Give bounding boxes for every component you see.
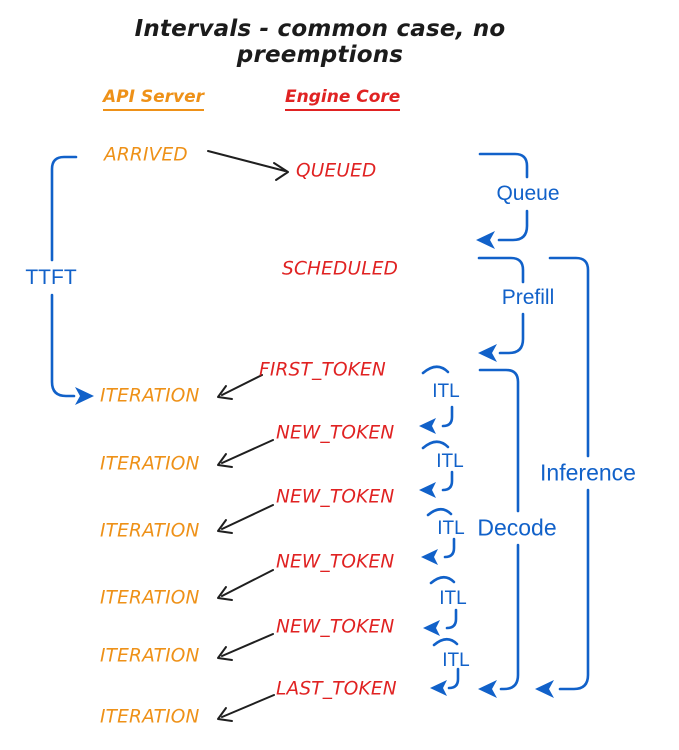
interval-label-inference: Inference bbox=[540, 459, 636, 486]
diagram-title: Intervals - common case, no preemptions bbox=[134, 16, 506, 68]
event-iteration-3: ITERATION bbox=[100, 520, 200, 542]
interval-label-prefill: Prefill bbox=[501, 286, 555, 309]
itl-bracket-3 bbox=[421, 507, 456, 565]
decode-bracket bbox=[478, 368, 520, 698]
arrow-new-token-2-to-iteration bbox=[217, 504, 274, 534]
arrow-last-token-to-iteration bbox=[217, 694, 275, 722]
event-iteration-1: ITERATION bbox=[100, 385, 200, 407]
arrow-new-token-1-to-iteration bbox=[217, 439, 274, 468]
event-new-token-3: NEW_TOKEN bbox=[276, 551, 395, 573]
interval-label-decode: Decode bbox=[477, 514, 557, 541]
ttft-arrowhead bbox=[75, 387, 94, 405]
arrow-arrived-to-queued bbox=[207, 150, 289, 181]
column-header-api-server: API Server bbox=[103, 87, 205, 111]
inference-bracket bbox=[535, 256, 590, 698]
column-header-engine-core: Engine Core bbox=[285, 87, 401, 111]
itl-arrowhead-5 bbox=[430, 680, 447, 696]
interval-label-ttft: TTFT bbox=[25, 266, 77, 289]
event-new-token-1: NEW_TOKEN bbox=[276, 422, 395, 444]
event-queued: QUEUED bbox=[296, 160, 377, 182]
inference-arrowhead bbox=[535, 680, 554, 698]
itl-bracket-5 bbox=[430, 637, 460, 696]
itl-bracket-4 bbox=[423, 575, 458, 636]
itl-arrowhead-3 bbox=[421, 549, 438, 565]
prefill-arrowhead bbox=[478, 344, 497, 362]
itl-bracket-2 bbox=[419, 440, 454, 498]
event-iteration-4: ITERATION bbox=[100, 587, 200, 609]
arrow-first-token-to-iteration bbox=[217, 374, 263, 400]
arrow-new-token-3-to-iteration bbox=[217, 569, 274, 601]
event-arrived: ARRIVED bbox=[104, 144, 188, 166]
arrow-new-token-4-to-iteration bbox=[217, 633, 274, 661]
event-iteration-6: ITERATION bbox=[100, 706, 200, 728]
event-first-token: FIRST_TOKEN bbox=[259, 359, 386, 381]
interval-label-itl-1: ITL bbox=[432, 381, 460, 402]
ttft-bracket bbox=[50, 155, 94, 405]
event-iteration-2: ITERATION bbox=[100, 453, 200, 475]
itl-bracket-1 bbox=[419, 365, 454, 434]
event-last-token: LAST_TOKEN bbox=[276, 678, 397, 700]
event-new-token-2: NEW_TOKEN bbox=[276, 486, 395, 508]
event-scheduled: SCHEDULED bbox=[282, 258, 399, 280]
prefill-bracket bbox=[477, 256, 525, 362]
event-iteration-5: ITERATION bbox=[100, 645, 200, 667]
interval-label-itl-2: ITL bbox=[436, 451, 464, 472]
interval-label-queue: Queue bbox=[496, 182, 560, 205]
itl-arrowhead-1 bbox=[419, 418, 436, 434]
interval-label-itl-3: ITL bbox=[437, 518, 465, 539]
interval-label-itl-4: ITL bbox=[439, 588, 467, 609]
itl-arrowhead-4 bbox=[423, 620, 440, 636]
decode-arrowhead bbox=[478, 680, 497, 698]
queue-arrowhead bbox=[476, 231, 495, 249]
itl-arrowhead-2 bbox=[419, 482, 436, 498]
event-new-token-4: NEW_TOKEN bbox=[276, 616, 395, 638]
queue-bracket bbox=[476, 152, 529, 249]
interval-label-itl-5: ITL bbox=[442, 650, 470, 671]
